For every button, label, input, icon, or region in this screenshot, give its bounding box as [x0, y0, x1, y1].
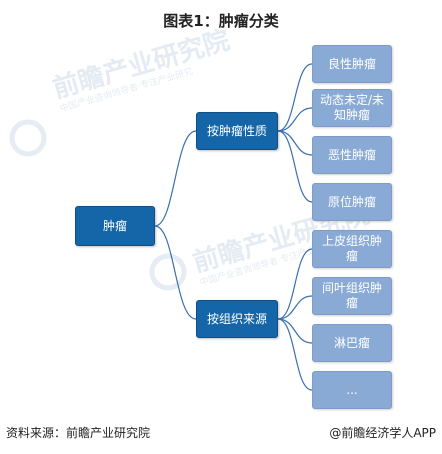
node-leaf-malignant: 恶性肿瘤: [312, 136, 392, 174]
node-branch-nature: 按肿瘤性质: [196, 112, 278, 150]
node-leaf-label: ...: [346, 382, 358, 397]
node-leaf-epithelial: 上皮组织肿瘤: [312, 230, 392, 268]
node-leaf-mesenchymal: 间叶组织肿瘤: [312, 277, 392, 315]
footer-source: 资料来源：前瞻产业研究院: [6, 426, 151, 440]
connector-root-to-branch-tissue: [154, 225, 197, 320]
node-leaf-more: ...: [312, 371, 392, 409]
connector-nature-to-leaf-3: [277, 130, 313, 156]
connector-root-to-branch-nature: [154, 130, 197, 227]
node-branch-tissue-label: 按组织来源: [206, 311, 267, 326]
footer-credit: @前瞻经济学人APP: [329, 426, 436, 440]
node-leaf-in-situ: 原位肿瘤: [312, 183, 392, 221]
connector-nature-to-leaf-1: [277, 63, 313, 132]
node-leaf-label: 动态未定/未知肿瘤: [319, 93, 385, 122]
connector-tissue-to-leaf-2: [277, 295, 313, 320]
node-root: 肿瘤: [75, 206, 155, 246]
connector-nature-to-leaf-4: [277, 130, 313, 203]
node-leaf-uncertain: 动态未定/未知肿瘤: [312, 89, 392, 127]
node-branch-nature-label: 按肿瘤性质: [206, 123, 267, 138]
node-leaf-label: 良性肿瘤: [327, 56, 376, 71]
node-leaf-label: 恶性肿瘤: [327, 147, 376, 162]
node-leaf-label: 间叶组织肿瘤: [321, 281, 382, 310]
connector-nature-to-leaf-2: [277, 107, 313, 132]
node-leaf-label: 上皮组织肿瘤: [321, 234, 382, 263]
chart-title: 图表1：肿瘤分类: [163, 12, 279, 30]
node-branch-tissue: 按组织来源: [196, 300, 278, 338]
node-leaf-label: 原位肿瘤: [327, 194, 376, 209]
node-leaf-lymphoma: 淋巴瘤: [312, 324, 392, 362]
connector-tissue-to-leaf-1: [277, 248, 313, 320]
node-leaf-label: 淋巴瘤: [333, 335, 370, 350]
node-root-label: 肿瘤: [102, 218, 127, 233]
connector-tissue-to-leaf-3: [277, 318, 313, 344]
connector-tissue-to-leaf-4: [277, 318, 313, 391]
node-leaf-benign: 良性肿瘤: [312, 45, 392, 83]
